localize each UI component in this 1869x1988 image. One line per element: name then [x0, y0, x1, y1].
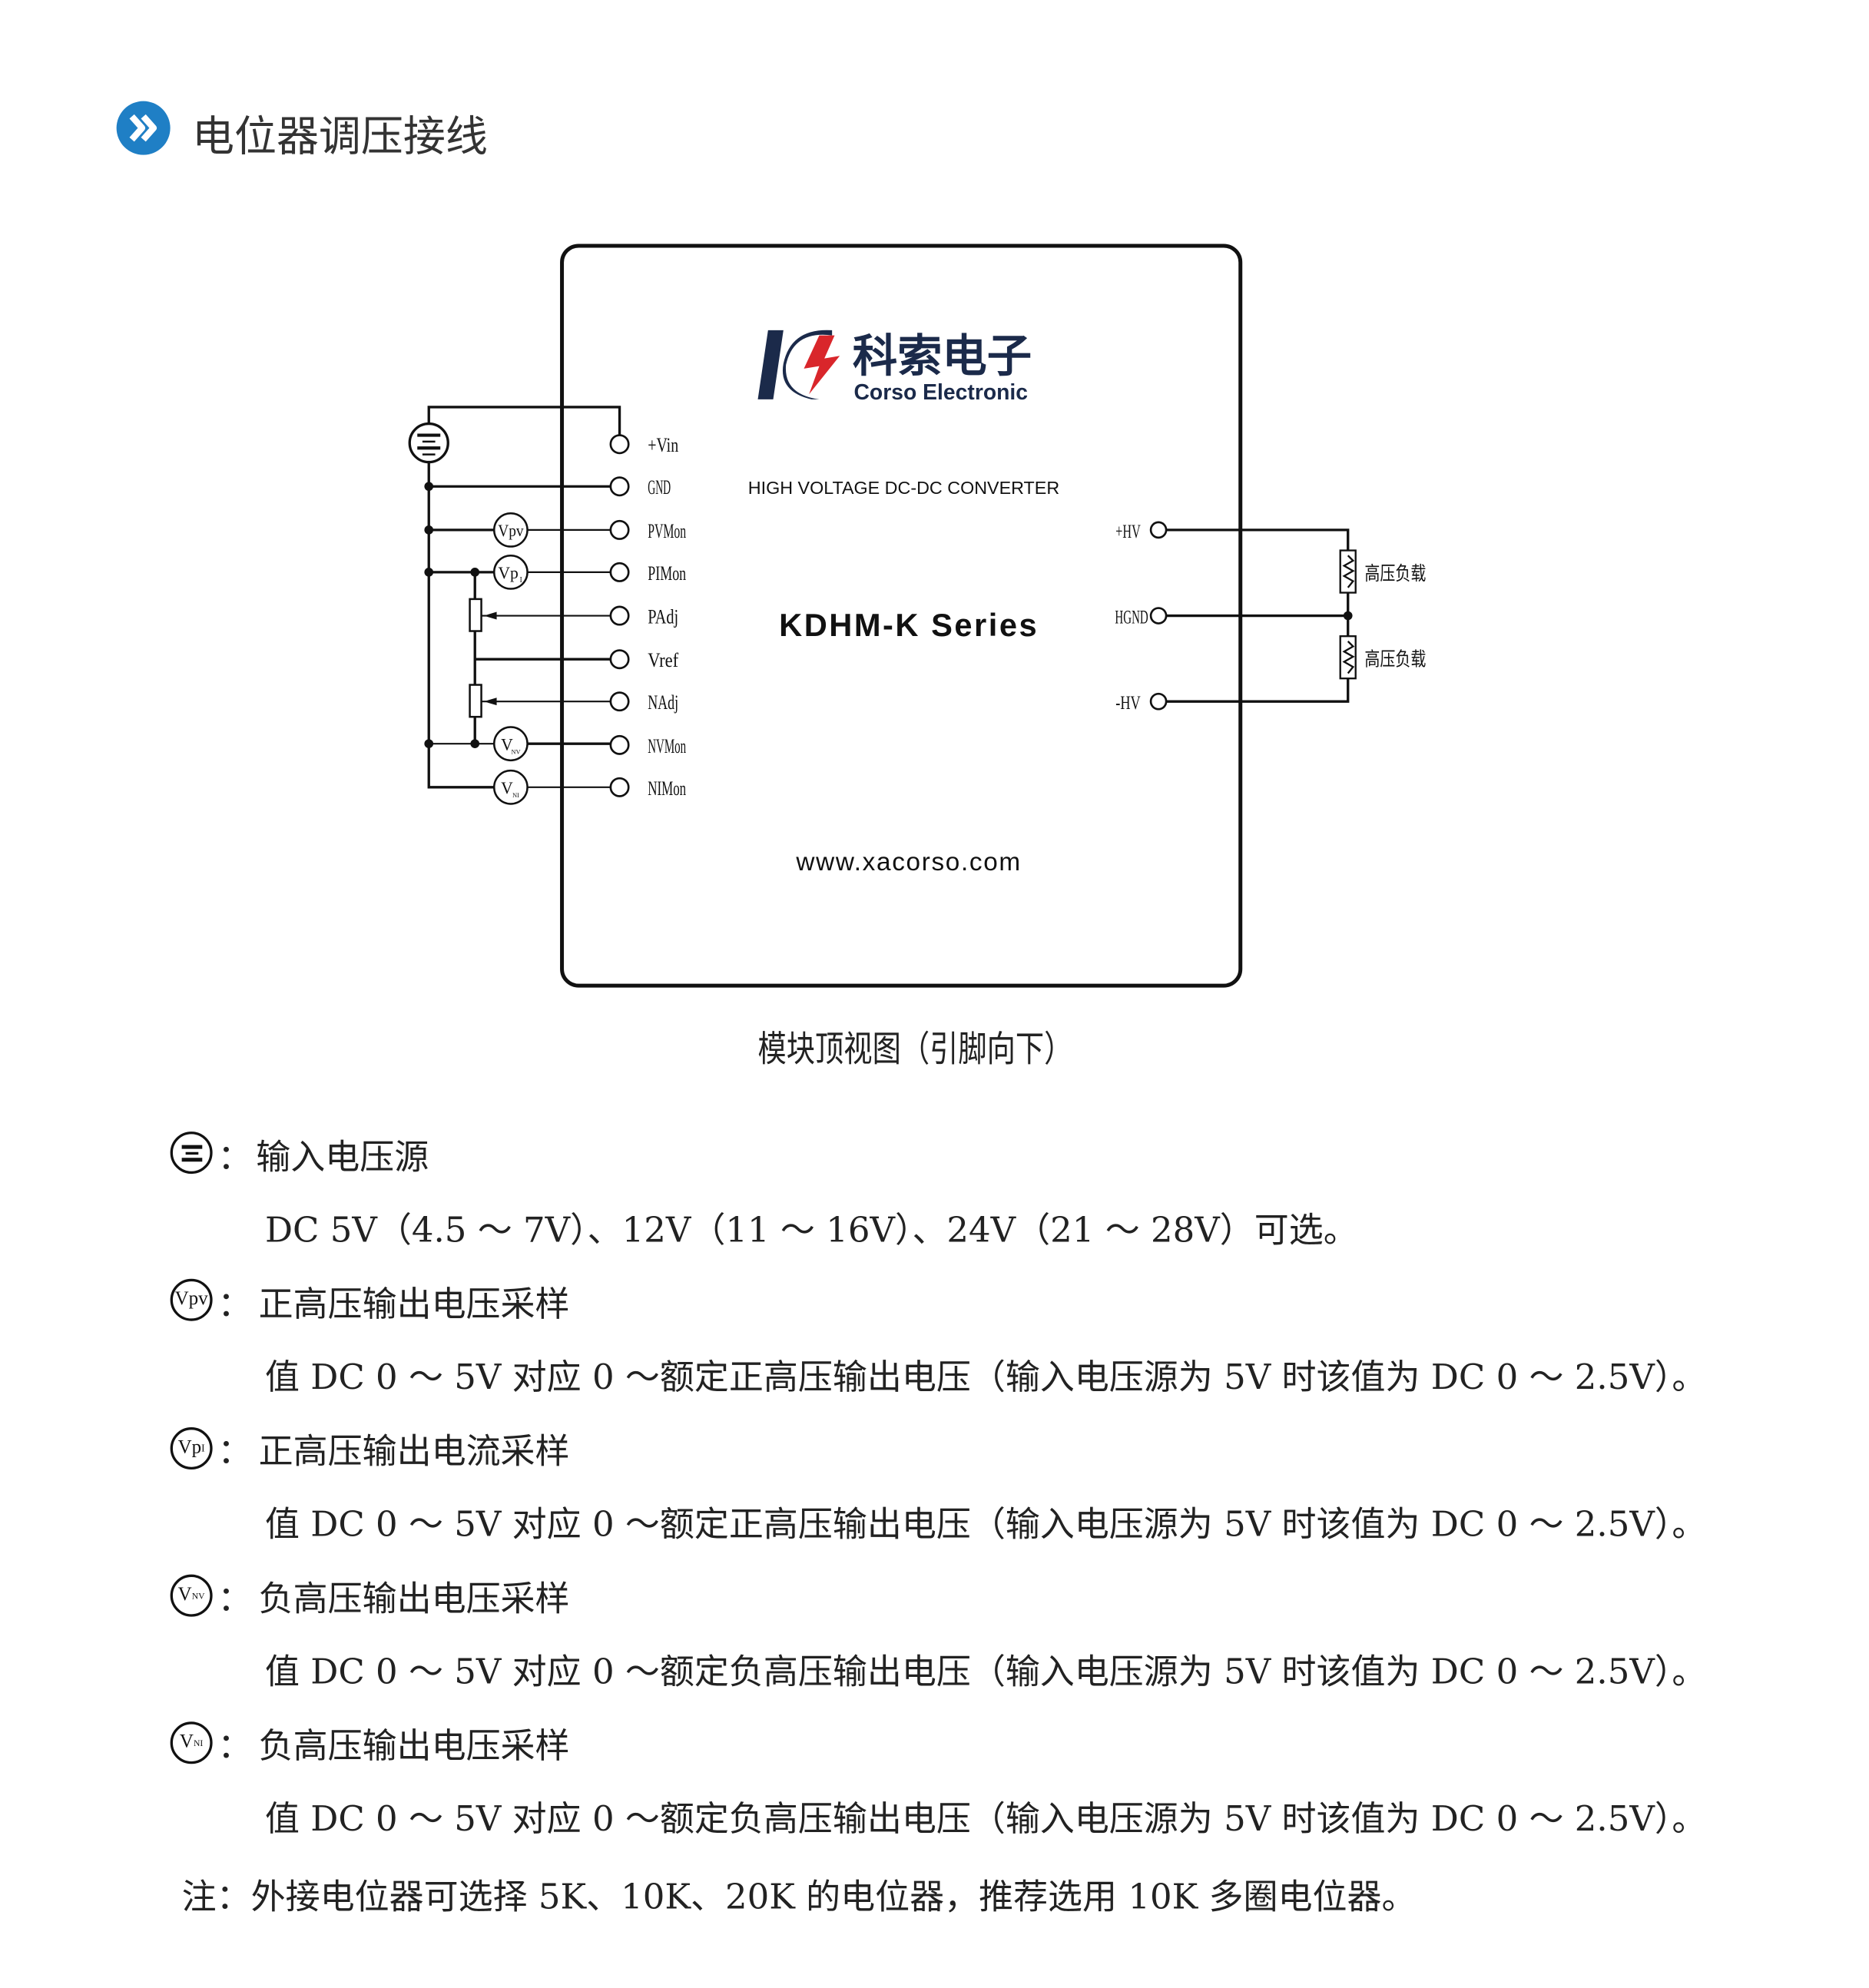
colon: ：: [217, 1138, 253, 1178]
hv-pin-0-terminal-icon: [1149, 521, 1168, 539]
vpv-meter-icon: [492, 512, 529, 548]
colon: ：: [217, 1726, 253, 1767]
pin-label: NAdj: [648, 691, 678, 714]
page-title: 电位器调压接线: [191, 111, 488, 161]
pin-label: NIMon: [648, 777, 686, 800]
potentiometer-negative: [469, 684, 482, 718]
pin-label: NVMon: [648, 734, 686, 757]
pin-5-terminal-icon: [609, 649, 630, 670]
brand-en: Corso Electronic: [853, 380, 1028, 405]
potentiometer-positive: [469, 598, 482, 632]
svg-text:V: V: [501, 736, 513, 754]
hv-pin-label: +HV: [1115, 522, 1140, 542]
load-label: 高压负载: [1364, 649, 1426, 671]
double-chevron-right-icon: [116, 101, 171, 155]
vpi-meter-icon: [492, 554, 529, 590]
diagram-caption: 模块顶视图（引脚向下）: [758, 1029, 1073, 1069]
battery-icon: [408, 422, 449, 464]
pin-3-terminal-icon: [609, 562, 630, 582]
pin-label: +Vin: [648, 433, 678, 456]
vnv-meter-icon: [492, 726, 529, 762]
legend-title: 输入电压源: [256, 1138, 429, 1178]
hv-pin-1-terminal-icon: [1149, 607, 1168, 625]
svg-text:NV: NV: [512, 749, 521, 756]
module-series: KDHM-K Series: [779, 607, 1039, 643]
svg-text:Vp: Vp: [498, 564, 518, 582]
hv-pin-label: -HV: [1115, 693, 1140, 714]
legend-desc: 值 DC 0 ～ 5V 对应 0 ～额定负高压输出电压（输入电压源为 5V 时该…: [264, 1799, 1707, 1840]
legend-title: 正高压输出电流采样: [258, 1432, 570, 1473]
colon: ：: [217, 1285, 253, 1325]
legend-title: 正高压输出电压采样: [258, 1285, 570, 1325]
hv-pin-label: HGND: [1115, 608, 1148, 628]
pin-8-terminal-icon: [609, 777, 630, 797]
module-website: www.xacorso.com: [795, 848, 1021, 876]
pin-0-terminal-icon: [609, 434, 630, 455]
legend-desc: 值 DC 0 ～ 5V 对应 0 ～额定负高压输出电压（输入电压源为 5V 时该…: [264, 1652, 1707, 1692]
module-subtitle: HIGH VOLTAGE DC-DC CONVERTER: [748, 478, 1059, 498]
brand-cn: 科索电子: [853, 330, 1032, 382]
svg-text:NI: NI: [512, 792, 519, 799]
legend-desc: 值 DC 0 ～ 5V 对应 0 ～额定正高压输出电压（输入电压源为 5V 时该…: [264, 1505, 1707, 1546]
load-label: 高压负载: [1364, 563, 1426, 585]
svg-text:Vpv: Vpv: [498, 522, 523, 540]
pin-label: PAdj: [648, 605, 678, 628]
legend-desc: 值 DC 0 ～ 5V 对应 0 ～额定正高压输出电压（输入电压源为 5V 时该…: [264, 1358, 1707, 1398]
colon: ：: [217, 1432, 253, 1473]
pin-6-terminal-icon: [609, 691, 630, 712]
note: 注：外接电位器可选择 5K、10K、20K 的电位器，推荐选用 10K 多圈电位…: [181, 1877, 1417, 1918]
vpv-legend-icon: Vpv: [170, 1278, 213, 1321]
corso-logo: 科索电子 Corso Electronic: [757, 330, 1032, 405]
legend-desc: DC 5V（4.5 ～ 7V）、12V（11 ～ 16V）、24V（21 ～ 2…: [264, 1211, 1358, 1251]
hv-pin-2-terminal-icon: [1149, 692, 1168, 711]
battery-legend-icon: [170, 1132, 213, 1175]
pin-1-terminal-icon: [609, 476, 630, 497]
pin-label: PVMon: [648, 519, 686, 542]
svg-text:I: I: [520, 576, 522, 585]
pin-7-terminal-icon: [609, 734, 630, 755]
pin-4-terminal-icon: [609, 605, 630, 626]
wiring-diagram: 科索电子 Corso Electronic HIGH VOLTAGE DC-DC…: [408, 244, 1426, 1069]
pin-label: PIMon: [648, 562, 686, 585]
load-resistors: [1339, 549, 1357, 680]
legend-title: 负高压输出电压采样: [258, 1726, 570, 1767]
pin-label: Vref: [648, 648, 678, 671]
svg-text:V: V: [501, 779, 513, 797]
pin-label: GND: [648, 475, 671, 499]
vni-meter-icon: [492, 769, 529, 805]
colon: ：: [217, 1579, 253, 1619]
legend-title: 负高压输出电压采样: [258, 1579, 570, 1619]
pin-2-terminal-icon: [609, 519, 630, 540]
